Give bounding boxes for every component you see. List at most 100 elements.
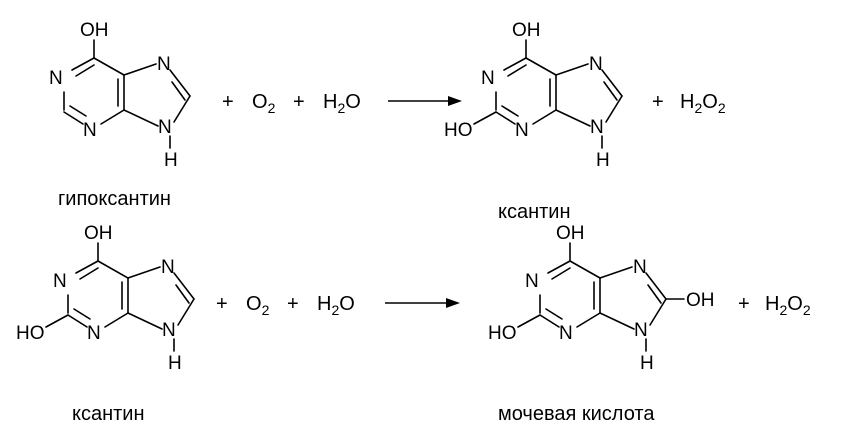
oxygen-formula: O2 [246,293,270,318]
bond [75,64,95,77]
bond [69,105,87,117]
plus-sign: + [287,293,299,315]
reaction-1-reagents: + O2 + H2O [222,91,361,116]
atom-n: N [157,54,171,75]
xanthine-reactant-caption: ксантин [72,403,145,425]
bond [539,314,560,328]
bond [605,95,623,123]
atom-oh: OH [84,223,113,244]
bond [503,57,527,71]
uric-acid-structure: OH N N N N H HO OH [488,223,715,374]
bond [73,308,91,320]
oxygen-formula: O2 [252,91,276,116]
atom-n: N [49,68,63,89]
xanthine-product-structure: OH N N N N H HO [444,20,623,171]
bond [532,109,557,125]
bond [569,260,601,279]
bond [127,266,161,279]
bond [599,312,635,330]
bond [473,111,497,125]
atom-n: N [87,323,101,344]
atom-n: N [158,117,172,138]
hypoxanthine-structure: OH N N N N H [49,20,191,171]
reaction-2-arrow [385,298,460,308]
bond [545,308,563,320]
atom-n: N [53,271,67,292]
atom-n: N [83,120,97,141]
bond [173,95,191,123]
plus-sign: + [738,293,750,315]
atom-h: H [596,150,610,171]
atom-n: N [481,68,495,89]
bond [123,109,159,127]
atom-n: N [634,320,648,341]
xanthine-product-caption: ксантин [498,201,571,223]
bond [645,272,667,300]
atom-oh: OH [556,223,585,244]
bond [123,63,157,76]
reaction-2-reagents: + O2 + H2O [216,293,355,318]
bond [100,109,125,125]
atom-n: N [515,120,529,141]
bond [501,105,519,117]
bond [45,314,69,328]
atom-oh: OH [686,290,715,311]
hydrogen-peroxide-formula: H2O2 [765,293,811,318]
bond [97,260,129,279]
reaction-2-byproduct: + H2O2 [738,293,811,318]
atom-n: N [589,54,603,75]
bond [173,272,195,300]
plus-sign: + [652,91,664,113]
bond [67,314,88,328]
water-formula: H2O [323,91,361,116]
hydrogen-peroxide-formula: H2O2 [680,91,726,116]
bond [104,312,129,328]
atom-ho: HO [488,323,517,344]
bond [555,63,589,76]
atom-n: N [590,117,604,138]
bond [547,260,571,274]
xanthine-reactant-structure: OH N N N N H HO [16,223,195,374]
bond [75,260,99,274]
uric-acid-caption: мочевая кислота [498,403,655,425]
reaction-1-arrow [388,96,462,106]
bond [601,69,623,97]
atom-h: H [164,150,178,171]
bond [169,69,191,97]
bond [517,314,541,328]
bond [177,298,195,326]
bond [507,64,527,77]
atom-n: N [633,257,647,278]
atom-oh: OH [512,20,541,41]
bond [175,284,190,304]
plus-sign: + [216,293,228,315]
bond [555,109,591,127]
bond [649,298,667,326]
hypoxanthine-caption: гипоксантин [58,188,171,210]
atom-h: H [168,353,182,374]
atom-h: H [640,353,654,374]
bond [495,111,516,125]
bond [551,267,571,280]
plus-sign: + [222,91,234,113]
arrow-head [448,96,462,106]
bond [525,57,557,76]
atom-n: N [162,320,176,341]
bond [576,312,601,328]
bond [127,312,163,330]
atom-ho: HO [444,120,473,141]
bond [63,111,84,125]
atom-n: N [525,271,539,292]
bond [93,57,125,76]
water-formula: H2O [317,293,355,318]
bond [71,57,95,71]
reaction-1-byproduct: + H2O2 [652,91,726,116]
arrow-head [446,298,460,308]
bond [647,284,662,304]
atom-n: N [559,323,573,344]
atom-oh: OH [80,20,109,41]
atom-ho: HO [16,323,45,344]
atom-n: N [161,257,175,278]
